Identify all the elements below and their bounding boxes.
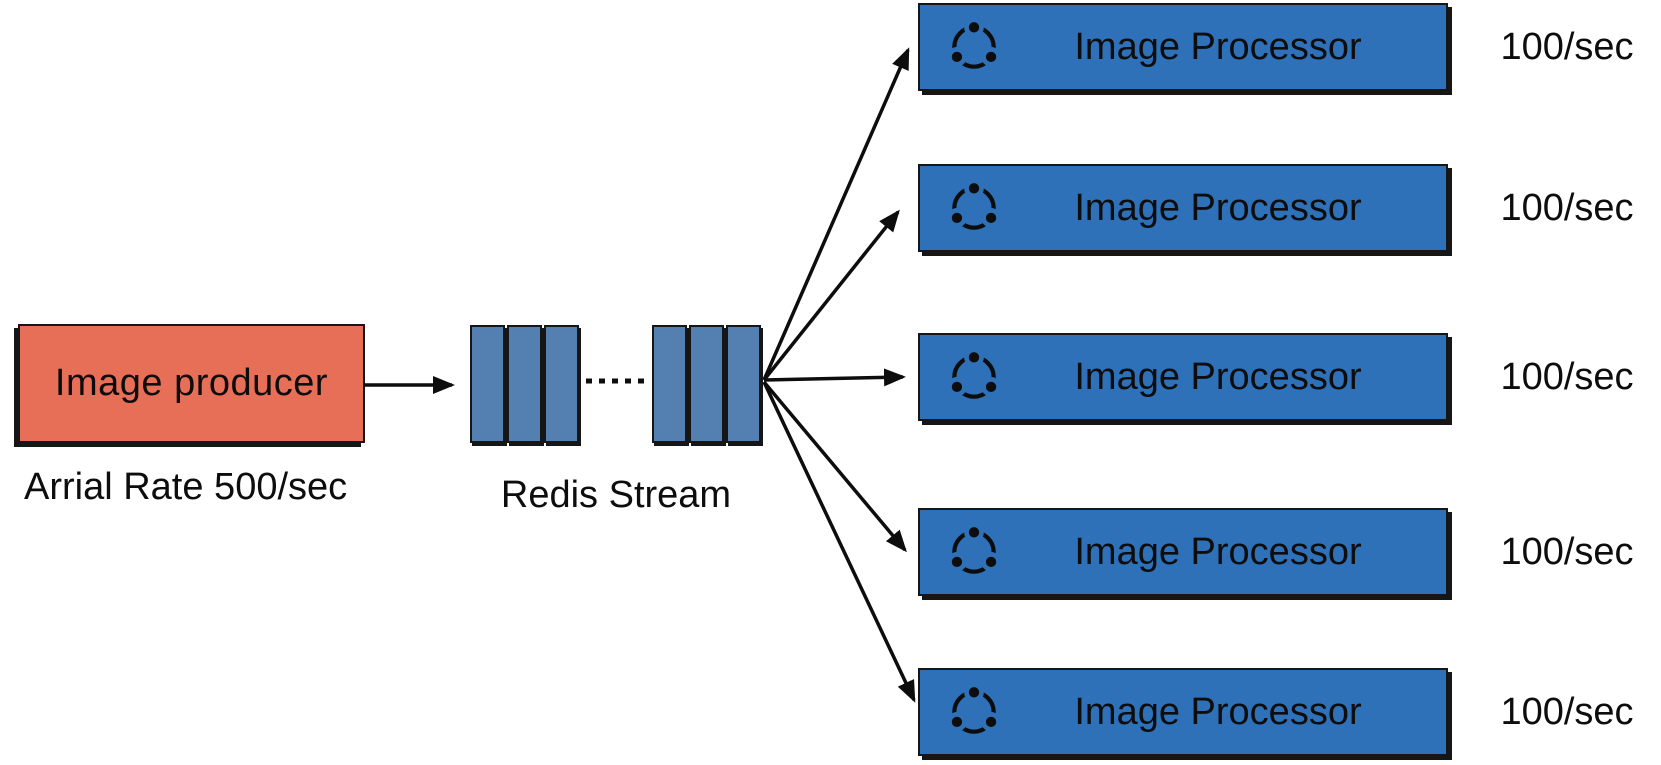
worker-nodes-icon [944,178,1004,238]
image-processor-node: Image Processor [918,333,1448,421]
arrow-stream-to-processor-1 [762,47,910,381]
arrival-rate-label: Arrial Rate 500/sec [24,466,348,508]
stream-bar [726,325,761,443]
rate-label: 100/sec [1500,530,1634,573]
arrow-stream-to-processor-5 [762,381,916,703]
worker-nodes-icon [944,682,1004,742]
worker-nodes-icon [944,17,1004,77]
arrow-stream-to-processor-4 [762,380,907,553]
arrow-stream-to-processor-3 [763,368,906,387]
processor-label: Image Processor [1074,25,1362,68]
redis-stream-label: Redis Stream [500,474,732,516]
worker-nodes-icon [944,522,1004,582]
worker-nodes-icon [944,347,1004,407]
stream-bar [507,325,542,443]
rate-label: 100/sec [1500,355,1634,398]
image-processor-node: Image Processor [918,508,1448,596]
arrow-stream-to-processor-2 [762,209,900,382]
processor-label: Image Processor [1074,690,1362,733]
stream-bar [652,325,687,443]
stream-bar [470,325,505,443]
processor-label: Image Processor [1074,186,1362,229]
stream-bar [544,325,579,443]
image-processor-node: Image Processor [918,668,1448,756]
image-processor-node: Image Processor [918,3,1448,91]
rate-label: 100/sec [1500,690,1634,733]
stream-bar [689,325,724,443]
stream-segment-left [470,325,579,443]
processor-label: Image Processor [1074,355,1362,398]
rate-label: 100/sec [1500,25,1634,68]
stream-segment-right [652,325,761,443]
processor-label: Image Processor [1074,530,1362,573]
image-producer-node: Image producer [18,324,365,443]
rate-label: 100/sec [1500,186,1634,229]
producer-label: Image producer [54,362,329,404]
image-processor-node: Image Processor [918,164,1448,252]
